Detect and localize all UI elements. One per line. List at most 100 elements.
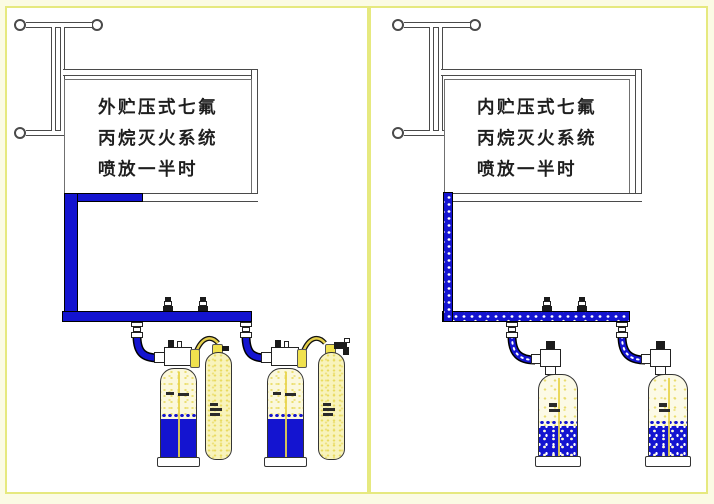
agent-cylinder bbox=[160, 368, 197, 460]
feed-pipe-horizontal bbox=[63, 69, 258, 76]
agent-cylinder bbox=[267, 368, 304, 460]
discharge-pipe-empty-section bbox=[142, 193, 258, 202]
safety-valve-icon bbox=[198, 306, 208, 311]
cylinder-base bbox=[645, 456, 691, 467]
pipe-joint bbox=[65, 194, 77, 201]
safety-valve-icon bbox=[200, 297, 206, 301]
nozzle-riser-pipe bbox=[51, 27, 56, 131]
container-valve bbox=[540, 349, 561, 367]
pressure-switch-icon bbox=[164, 301, 172, 306]
siphon-tube bbox=[558, 378, 560, 457]
safety-valve-icon bbox=[577, 306, 587, 311]
feed-pipe-vertical bbox=[635, 70, 642, 195]
bottle-label-mark bbox=[210, 408, 222, 411]
safety-valve-icon bbox=[579, 297, 585, 301]
nozzle-icon bbox=[392, 127, 404, 139]
pressure-switch-icon bbox=[542, 306, 552, 311]
check-valve bbox=[242, 327, 250, 332]
cylinder-label-mark bbox=[285, 393, 296, 396]
pressure-regulator bbox=[297, 349, 307, 368]
bottle-label-mark bbox=[210, 413, 220, 416]
nozzle-riser-pipe bbox=[429, 27, 434, 131]
system-label-line: 外贮压式七氟 bbox=[98, 98, 218, 118]
container-valve bbox=[650, 349, 671, 367]
collecting-manifold bbox=[442, 311, 630, 322]
nozzle-icon bbox=[91, 19, 103, 31]
container-valve bbox=[164, 347, 192, 366]
check-valve bbox=[133, 327, 141, 332]
system-label-line: 喷放一半时 bbox=[98, 160, 198, 180]
valve-actuator-icon bbox=[168, 340, 174, 348]
cylinder-label-mark bbox=[178, 393, 189, 396]
collecting-manifold bbox=[62, 311, 252, 322]
nozzle-icon bbox=[14, 127, 26, 139]
nozzle-branch-pipe bbox=[404, 130, 470, 136]
check-valve bbox=[618, 327, 626, 332]
valve-actuator-icon bbox=[275, 340, 281, 348]
system-label-line: 丙烷灭火系统 bbox=[477, 129, 597, 149]
n2-valve-cap-icon bbox=[344, 338, 350, 343]
check-valve bbox=[131, 322, 143, 327]
agent-cylinder bbox=[648, 374, 688, 458]
feed-pipe-vertical bbox=[251, 70, 258, 195]
safety-valve-icon bbox=[578, 301, 586, 306]
nozzle-riser-pipe bbox=[438, 27, 443, 131]
check-valve bbox=[240, 332, 252, 338]
check-valve bbox=[506, 322, 518, 327]
system-label-line: 丙烷灭火系统 bbox=[98, 129, 218, 149]
check-valve bbox=[616, 332, 628, 338]
nitrogen-bottle bbox=[205, 352, 232, 460]
valve-actuator-icon bbox=[177, 341, 182, 348]
feed-pipe-horizontal bbox=[441, 69, 642, 76]
discharge-pipe-empty-section bbox=[452, 193, 642, 202]
siphon-tube bbox=[178, 372, 180, 458]
nitrogen-bottle bbox=[318, 352, 345, 460]
check-valve bbox=[131, 332, 143, 338]
bottle-label-mark bbox=[323, 403, 331, 406]
cylinder-base bbox=[535, 456, 581, 467]
check-valve bbox=[506, 332, 518, 338]
n2-valve-outlet-icon bbox=[222, 346, 229, 351]
n2-valve-elbow-icon bbox=[334, 342, 347, 349]
cylinder-label-mark bbox=[166, 392, 174, 395]
system-label-line: 喷放一半时 bbox=[477, 160, 577, 180]
pressure-regulator bbox=[190, 349, 200, 368]
pressure-switch-icon bbox=[544, 297, 550, 301]
pressure-switch-icon bbox=[163, 306, 173, 311]
nozzle-branch-pipe bbox=[26, 130, 92, 136]
cylinder-label-mark bbox=[549, 409, 560, 412]
nozzle-icon bbox=[469, 19, 481, 31]
safety-valve-icon bbox=[199, 301, 207, 306]
siphon-tube bbox=[285, 372, 287, 458]
cylinder-label-mark bbox=[273, 392, 281, 395]
system-label-box: 内贮压式七氟 丙烷灭火系统 喷放一半时 bbox=[444, 79, 630, 198]
nozzle-icon bbox=[14, 19, 26, 31]
n2-valve-elbow-icon bbox=[343, 347, 349, 355]
bottle-label-mark bbox=[323, 408, 335, 411]
check-valve bbox=[240, 322, 252, 327]
siphon-tube bbox=[668, 378, 670, 457]
container-valve bbox=[271, 347, 299, 366]
cylinder-label-mark bbox=[659, 403, 667, 407]
discharge-riser-pipe bbox=[443, 192, 453, 322]
pressure-switch-icon bbox=[543, 301, 551, 306]
bottle-label-mark bbox=[323, 413, 333, 416]
agent-cylinder bbox=[538, 374, 578, 458]
nozzle-icon bbox=[392, 19, 404, 31]
check-valve bbox=[508, 327, 516, 332]
nozzle-branch-pipe bbox=[26, 22, 92, 28]
valve-actuator-icon bbox=[656, 341, 665, 349]
check-valve bbox=[616, 322, 628, 327]
nozzle-branch-pipe bbox=[404, 22, 470, 28]
cylinder-label-mark bbox=[659, 409, 670, 412]
cylinder-base bbox=[264, 457, 307, 467]
discharge-riser-pipe bbox=[64, 193, 78, 322]
valve-actuator-icon bbox=[546, 341, 555, 349]
bottle-label-mark bbox=[210, 403, 218, 406]
valve-actuator-icon bbox=[284, 341, 289, 348]
system-label-line: 内贮压式七氟 bbox=[477, 98, 597, 118]
system-label-box: 外贮压式七氟 丙烷灭火系统 喷放一半时 bbox=[64, 79, 252, 198]
cylinder-label-mark bbox=[549, 403, 557, 407]
pressure-switch-icon bbox=[165, 297, 171, 301]
